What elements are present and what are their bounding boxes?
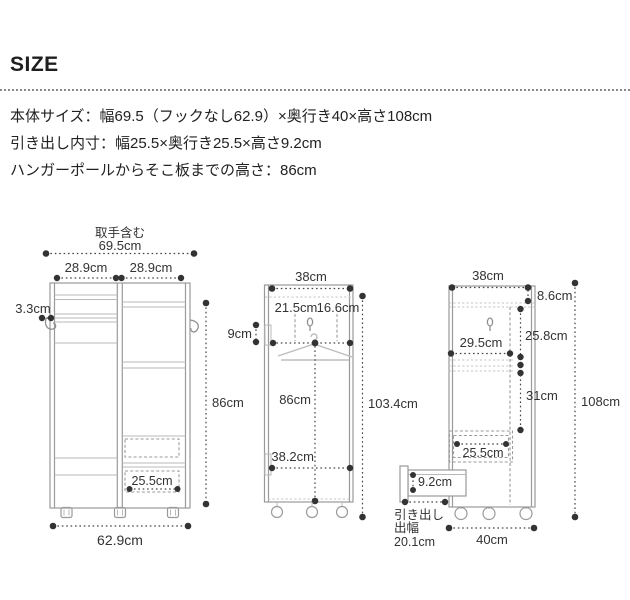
drawer-cavity-inner-box bbox=[452, 434, 510, 459]
dim-sd-top-depth: 38cm bbox=[448, 268, 532, 291]
front-caster-icons bbox=[60, 506, 180, 519]
dim-upper-section: 25.8cm bbox=[517, 305, 568, 361]
side-drawer-view-diagram: 38cm 8.6cm 25.8cm 29.5cm 31cm bbox=[394, 268, 620, 549]
side-view-diagram: 38cm 21.5cm 16.6cm 9cm 86cm bbox=[227, 269, 418, 521]
dim-top-section: 8.6cm bbox=[524, 288, 572, 305]
body-width-label: 62.9cm bbox=[97, 532, 143, 548]
dim-shelf-depth: 29.5cm bbox=[447, 335, 514, 357]
front-inner-height-label: 86cm bbox=[212, 395, 244, 410]
sd-top-depth-label: 38cm bbox=[472, 268, 504, 283]
dim-drawer-extension: 引き出し 出幅 20.1cm bbox=[394, 498, 449, 549]
right-coat-hook-icon bbox=[189, 319, 199, 333]
pulled-out-drawer bbox=[399, 465, 467, 503]
drawer-extension-label-1: 引き出し bbox=[394, 508, 444, 522]
dim-side-inner-depth: 38.2cm bbox=[268, 449, 354, 472]
side-cabinet-outline bbox=[263, 284, 354, 503]
spec-line-drawer-inner: 引き出し内寸：幅25.5×奥行き25.5×高さ9.2cm bbox=[10, 135, 322, 152]
right-section-width-label: 28.9cm bbox=[130, 260, 173, 275]
dim-pole-position: 21.5cm 16.6cm bbox=[269, 300, 360, 347]
hook-height-label: 103.4cm bbox=[368, 396, 418, 411]
left-section-width-label: 28.9cm bbox=[65, 260, 108, 275]
dim-drawer-height: 9.2cm bbox=[410, 472, 452, 493]
pole-from-front-label: 21.5cm bbox=[275, 300, 318, 315]
front-view-diagram: 取手含む 69.5cm 28.9cm 28.9cm 3.3cm 86cm bbox=[15, 225, 244, 548]
sd-caster-icons bbox=[454, 506, 533, 521]
base-depth-label: 40cm bbox=[476, 532, 508, 547]
drawer-depth-label: 25.5cm bbox=[463, 446, 504, 460]
upper-section-label: 25.8cm bbox=[525, 328, 568, 343]
dim-drawer-depth: 25.5cm bbox=[454, 441, 509, 460]
front-cabinet-outline bbox=[49, 282, 191, 509]
side-top-depth-label: 38cm bbox=[295, 269, 327, 284]
size-spec-text: 本体サイズ：幅69.5（フックなし62.9）×奥行き40×高さ108cm 引き出… bbox=[10, 103, 432, 184]
side-inner-depth-label: 38.2cm bbox=[271, 449, 314, 464]
shelf-top-dot bbox=[517, 361, 524, 369]
pole-to-bottom-label: 86cm bbox=[279, 392, 311, 407]
dim-total-height: 108cm bbox=[571, 279, 620, 521]
front-upper-drawer-box bbox=[124, 438, 180, 458]
lower-section-label: 31cm bbox=[526, 388, 558, 403]
dim-front-drawer-width: 25.5cm bbox=[126, 474, 181, 492]
dim-lower-section: 31cm bbox=[517, 375, 558, 434]
front-drawer-width-label: 25.5cm bbox=[132, 474, 173, 488]
spec-line-pole-height: ハンガーポールからそこ板までの高さ：86cm bbox=[10, 162, 317, 179]
spec-line-body-size: 本体サイズ：幅69.5（フックなし62.9）×奥行き40×高さ108cm bbox=[10, 108, 433, 125]
dim-hook-height: 103.4cm bbox=[359, 292, 418, 521]
dim-base-depth: 40cm bbox=[445, 524, 538, 547]
shelf-bottom-dot bbox=[517, 369, 524, 377]
left-coat-hook-icon bbox=[44, 317, 57, 330]
side-hook-profile-top bbox=[264, 324, 272, 346]
side-hook-drop-label: 9cm bbox=[227, 326, 252, 341]
shelf-depth-label: 29.5cm bbox=[460, 335, 503, 350]
dim-front-inner-height: 86cm bbox=[202, 299, 244, 508]
page-title: SIZE bbox=[10, 53, 59, 76]
handle-note-label: 取手含む bbox=[95, 225, 145, 240]
hook-depth-label: 3.3cm bbox=[15, 301, 50, 316]
total-height-label: 108cm bbox=[581, 394, 620, 409]
dim-side-top-depth: 38cm bbox=[268, 269, 354, 292]
top-section-label: 8.6cm bbox=[537, 288, 572, 303]
drawer-cavity-box bbox=[448, 430, 514, 463]
front-lower-drawer-box bbox=[124, 470, 180, 493]
separator-dotted-line bbox=[0, 89, 630, 91]
drawer-height-label: 9.2cm bbox=[418, 475, 452, 489]
pole-hook-icon-2 bbox=[486, 317, 494, 331]
dim-right-section-width: 28.9cm bbox=[118, 260, 185, 282]
dim-side-hook-drop: 9cm bbox=[227, 321, 260, 346]
side-hook-profile-bottom bbox=[264, 453, 272, 476]
drawer-extension-label-2: 出幅 bbox=[394, 520, 419, 535]
pole-hook-icon bbox=[306, 317, 314, 331]
drawer-extension-value: 20.1cm bbox=[394, 535, 435, 549]
dim-hook-depth: 3.3cm bbox=[15, 301, 55, 322]
side-caster-icons bbox=[270, 502, 349, 519]
width-including-handle-label: 69.5cm bbox=[99, 238, 142, 253]
dim-pole-to-bottom: 86cm bbox=[279, 346, 319, 505]
pole-from-back-label: 16.6cm bbox=[317, 300, 360, 315]
dim-body-width: 62.9cm bbox=[49, 522, 192, 548]
dim-width-including-handle: 取手含む 69.5cm bbox=[42, 225, 198, 257]
dim-left-section-width: 28.9cm bbox=[53, 260, 120, 282]
